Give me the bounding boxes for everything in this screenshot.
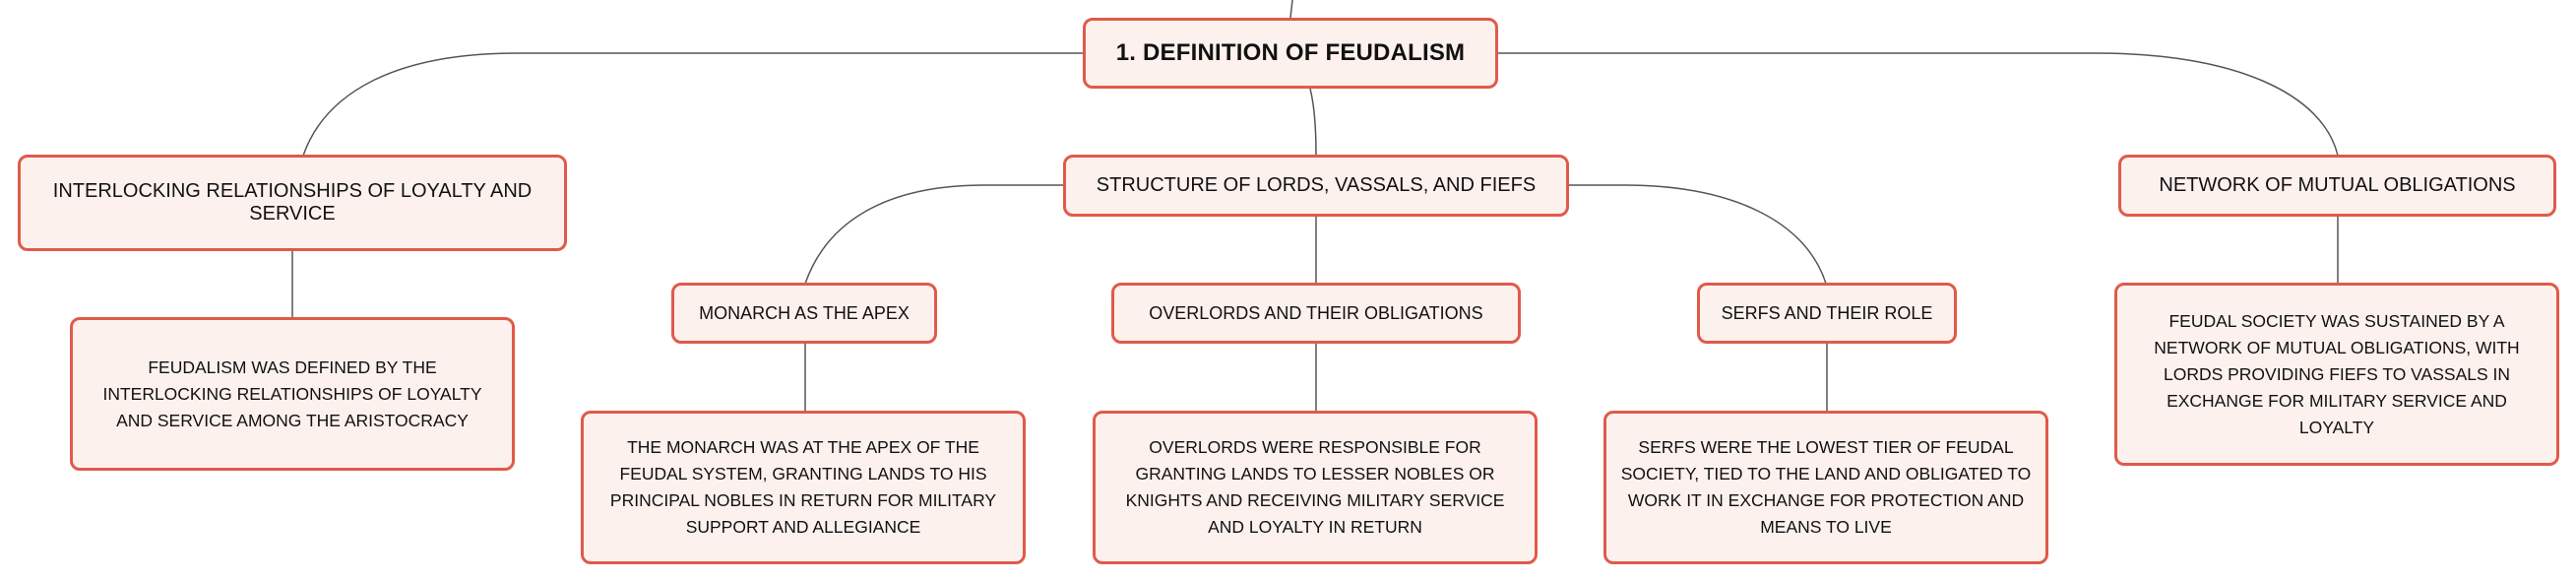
detail-serfs[interactable]: SERFS WERE THE LOWEST TIER OF FEUDAL SOC… bbox=[1603, 411, 2048, 564]
connector-structure-to-monarch bbox=[804, 184, 1064, 285]
topic-structure-of-lords-label: STRUCTURE OF LORDS, VASSALS, AND FIEFS bbox=[1096, 174, 1537, 196]
subtopic-monarch[interactable]: MONARCH AS THE APEX bbox=[671, 283, 937, 344]
topic-network-of-obligations-label: NETWORK OF MUTUAL OBLIGATIONS bbox=[2159, 174, 2516, 196]
subtopic-overlords-label: OVERLORDS AND THEIR OBLIGATIONS bbox=[1149, 302, 1483, 323]
connector-parent-to-root bbox=[1289, 0, 1293, 19]
root-topic-label: 1. DEFINITION OF FEUDALISM bbox=[1115, 39, 1466, 66]
detail-network-of-obligations[interactable]: FEUDAL SOCIETY WAS SUSTAINED BY A NETWOR… bbox=[2114, 283, 2559, 466]
subtopic-serfs[interactable]: SERFS AND THEIR ROLE bbox=[1697, 283, 1957, 344]
root-topic[interactable]: 1. DEFINITION OF FEUDALISM bbox=[1083, 18, 1498, 89]
detail-interlocking-relationships[interactable]: FEUDALISM WAS DEFINED BY THE INTERLOCKIN… bbox=[70, 317, 515, 471]
detail-serfs-text: SERFS WERE THE LOWEST TIER OF FEUDAL SOC… bbox=[1620, 437, 2032, 537]
detail-network-of-obligations-text: FEUDAL SOCIETY WAS SUSTAINED BY A NETWOR… bbox=[2154, 310, 2520, 437]
subtopic-monarch-label: MONARCH AS THE APEX bbox=[699, 302, 910, 323]
topic-structure-of-lords[interactable]: STRUCTURE OF LORDS, VASSALS, AND FIEFS bbox=[1063, 155, 1569, 217]
detail-overlords[interactable]: OVERLORDS WERE RESPONSIBLE FOR GRANTING … bbox=[1093, 411, 1538, 564]
connector-root-to-interlocking bbox=[302, 52, 1083, 157]
subtopic-serfs-label: SERFS AND THEIR ROLE bbox=[1721, 302, 1933, 323]
connector-root-to-structure bbox=[1309, 88, 1317, 157]
connector-root-to-network bbox=[1496, 52, 2339, 157]
detail-monarch[interactable]: THE MONARCH WAS AT THE APEX OF THE FEUDA… bbox=[581, 411, 1026, 564]
detail-overlords-text: OVERLORDS WERE RESPONSIBLE FOR GRANTING … bbox=[1125, 437, 1505, 537]
connector-structure-to-serfs bbox=[1568, 184, 1827, 285]
topic-network-of-obligations[interactable]: NETWORK OF MUTUAL OBLIGATIONS bbox=[2118, 155, 2556, 217]
topic-interlocking-relationships[interactable]: INTERLOCKING RELATIONSHIPS OF LOYALTY AN… bbox=[18, 155, 567, 251]
subtopic-overlords[interactable]: OVERLORDS AND THEIR OBLIGATIONS bbox=[1111, 283, 1521, 344]
topic-interlocking-relationships-label: INTERLOCKING RELATIONSHIPS OF LOYALTY AN… bbox=[52, 180, 533, 225]
detail-interlocking-relationships-text: FEUDALISM WAS DEFINED BY THE INTERLOCKIN… bbox=[102, 356, 482, 430]
detail-monarch-text: THE MONARCH WAS AT THE APEX OF THE FEUDA… bbox=[609, 437, 997, 537]
